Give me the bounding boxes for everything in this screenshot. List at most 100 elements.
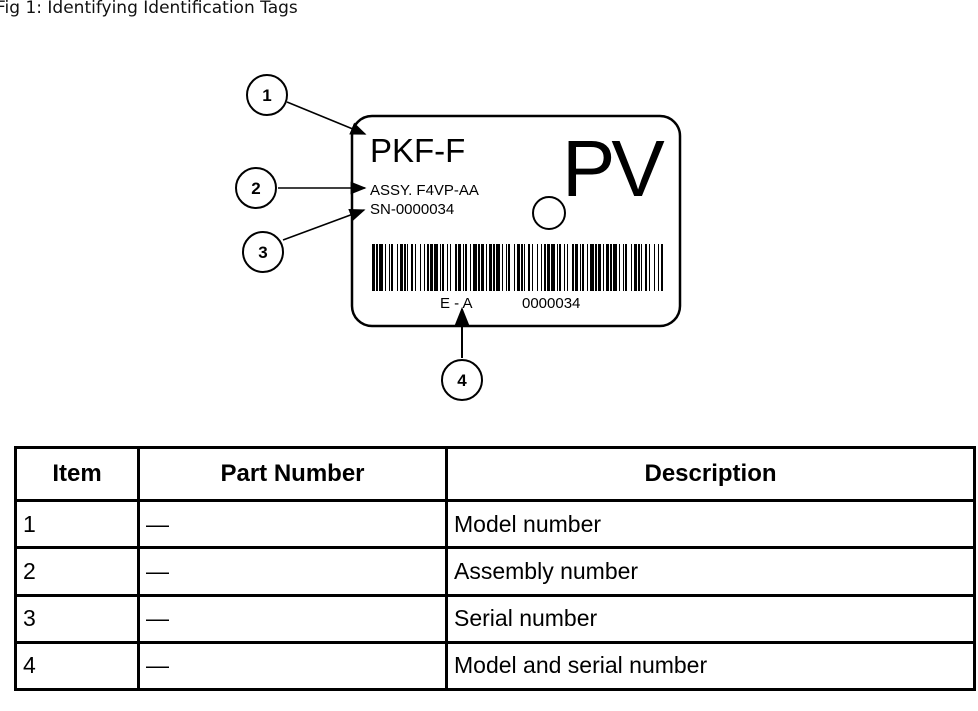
barcode-bar bbox=[625, 244, 627, 291]
barcode-bar bbox=[544, 244, 546, 291]
barcode-bar bbox=[506, 244, 507, 291]
svg-text:3: 3 bbox=[258, 243, 267, 262]
header-part-number: Part Number bbox=[137, 446, 448, 502]
barcode-bar bbox=[391, 244, 393, 291]
barcode-bar bbox=[645, 244, 647, 291]
cell-part-number: — bbox=[137, 640, 448, 692]
barcode-bar bbox=[508, 244, 510, 291]
barcode-bar bbox=[610, 244, 612, 291]
barcode-bar bbox=[649, 244, 650, 291]
barcode-bar bbox=[404, 244, 406, 291]
barcode-bar bbox=[455, 244, 457, 291]
cell-part-number: — bbox=[137, 593, 448, 644]
parts-table: Item Part Number Description 1 — Model n… bbox=[14, 446, 976, 692]
barcode-bar bbox=[557, 244, 558, 291]
barcode-bar bbox=[603, 244, 604, 291]
table-row: 2 — Assembly number bbox=[14, 546, 976, 597]
barcode-bar bbox=[613, 244, 617, 291]
svg-text:1: 1 bbox=[262, 86, 271, 105]
figure-caption: Fig 1: Identifying Identification Tags bbox=[0, 0, 298, 18]
barcode-bar bbox=[567, 244, 568, 291]
cell-item: 1 bbox=[14, 498, 140, 550]
header-description: Description bbox=[445, 446, 976, 502]
barcode-bar bbox=[407, 244, 408, 291]
tag-model-text: PKF-F bbox=[370, 132, 465, 169]
barcode-bar bbox=[411, 244, 413, 291]
callout-3: 3 bbox=[242, 231, 284, 273]
cell-part-number: — bbox=[137, 498, 448, 550]
svg-text:2: 2 bbox=[251, 179, 260, 198]
barcode-bar bbox=[481, 244, 484, 291]
barcode-bar bbox=[590, 244, 594, 291]
barcode-bar bbox=[517, 244, 520, 291]
tag-hole bbox=[532, 196, 566, 230]
header-item: Item bbox=[14, 446, 140, 502]
barcode-bar bbox=[496, 244, 500, 291]
barcode-bar bbox=[658, 244, 659, 291]
barcode-bar bbox=[372, 244, 375, 291]
table-row: 4 — Model and serial number bbox=[14, 640, 976, 692]
barcode-bar bbox=[521, 244, 523, 291]
table-header-row: Item Part Number Description bbox=[14, 446, 976, 502]
barcode-bar bbox=[385, 244, 386, 291]
barcode-bar bbox=[595, 244, 597, 291]
barcode-bar bbox=[654, 244, 655, 291]
cell-item: 2 bbox=[14, 546, 140, 597]
cell-description: Model number bbox=[445, 498, 976, 550]
barcode-bar bbox=[442, 244, 444, 291]
barcode-bar bbox=[575, 244, 578, 291]
barcode-bar bbox=[547, 244, 550, 291]
barcode-bar bbox=[598, 244, 601, 291]
barcode-bar bbox=[420, 244, 421, 291]
cell-description: Model and serial number bbox=[445, 640, 976, 692]
barcode-bar bbox=[400, 244, 403, 291]
barcode-bar bbox=[376, 244, 378, 291]
callout-2: 2 bbox=[235, 167, 277, 209]
barcode-bar bbox=[465, 244, 467, 291]
tag-code-text: E - A bbox=[440, 295, 473, 312]
callout-1: 1 bbox=[246, 74, 288, 116]
barcode-bar bbox=[463, 244, 464, 291]
barcode-bar bbox=[427, 244, 429, 291]
barcode-bar bbox=[638, 244, 640, 291]
barcode-bar bbox=[541, 244, 542, 291]
barcode-bar bbox=[434, 244, 438, 291]
barcode-bar bbox=[572, 244, 574, 291]
identification-tag-figure: PKF-F ASSY. F4VP-AA SN-0000034 PV E - A … bbox=[235, 74, 682, 401]
barcode-bar bbox=[514, 244, 515, 291]
cell-item: 3 bbox=[14, 593, 140, 644]
barcode-bar bbox=[587, 244, 588, 291]
tag-logo-text: PV bbox=[562, 124, 665, 213]
barcode-bar bbox=[559, 244, 561, 291]
barcode-bar bbox=[447, 244, 448, 291]
barcode-bar bbox=[397, 244, 398, 291]
barcode-bar bbox=[389, 244, 390, 291]
barcode-bar bbox=[524, 244, 525, 291]
cell-item: 4 bbox=[14, 640, 140, 692]
tag-serial-text: SN-0000034 bbox=[370, 201, 454, 218]
barcode-bar bbox=[489, 244, 492, 291]
table-row: 1 — Model number bbox=[14, 498, 976, 550]
barcode-bar bbox=[634, 244, 637, 291]
callout-4: 4 bbox=[441, 359, 483, 401]
barcode-bar bbox=[661, 244, 663, 291]
barcode-bar bbox=[478, 244, 480, 291]
table-row: 3 — Serial number bbox=[14, 593, 976, 644]
barcode-bar bbox=[473, 244, 477, 291]
barcode-bar bbox=[532, 244, 533, 291]
barcode-bar bbox=[486, 244, 487, 291]
barcode-bar bbox=[450, 244, 451, 291]
barcode-bar bbox=[551, 244, 555, 291]
barcode-bar bbox=[470, 244, 471, 291]
barcode-bar bbox=[379, 244, 383, 291]
barcode-bar bbox=[623, 244, 624, 291]
cell-description: Assembly number bbox=[445, 546, 976, 597]
barcode-bar bbox=[631, 244, 632, 291]
barcode-bar bbox=[528, 244, 530, 291]
barcode-bar bbox=[537, 244, 538, 291]
barcode-bar bbox=[641, 244, 642, 291]
barcode-bar bbox=[580, 244, 581, 291]
tag-code-number-text: 0000034 bbox=[522, 295, 580, 312]
barcode-bar bbox=[582, 244, 584, 291]
barcode-bar bbox=[415, 244, 416, 291]
